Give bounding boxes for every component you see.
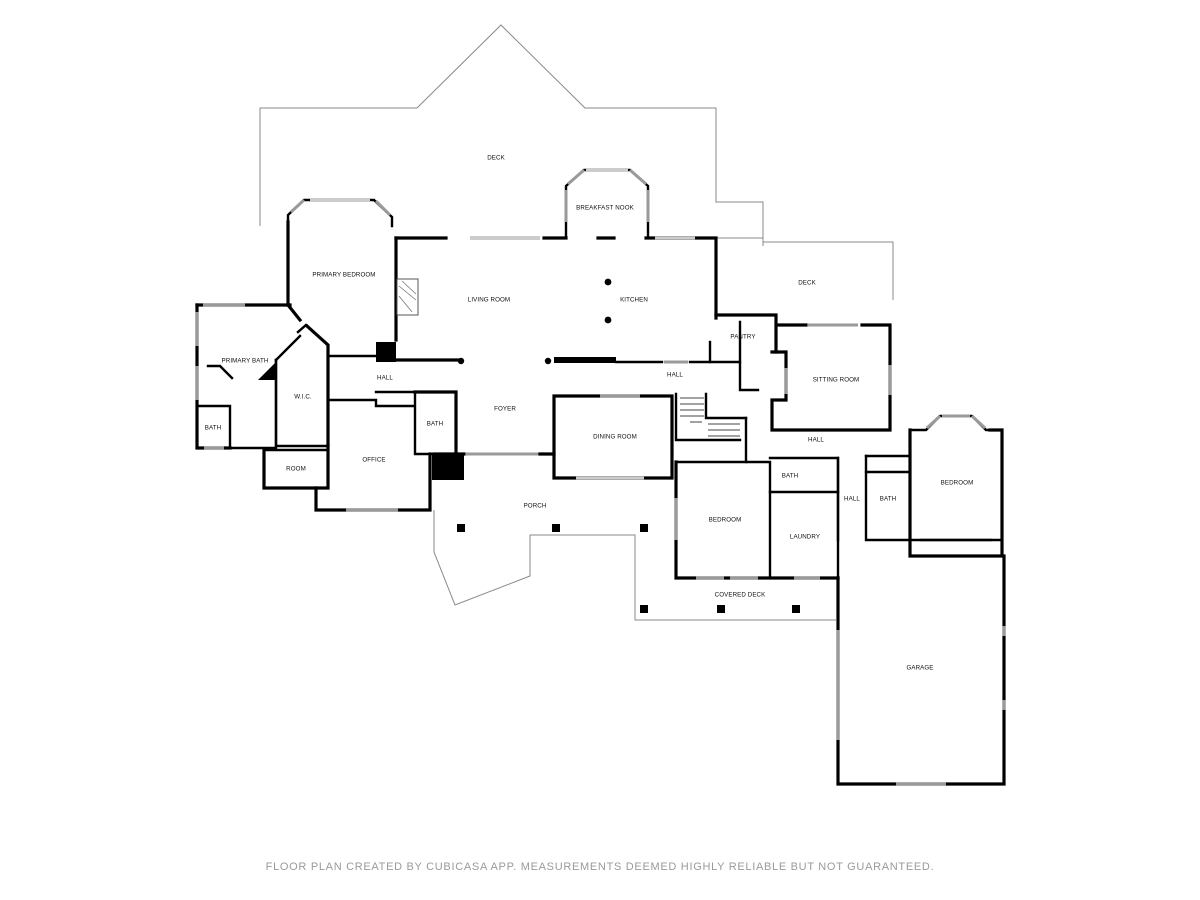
primary-bedroom-octagon — [286, 198, 394, 228]
label-deck-top: DECK — [487, 155, 505, 162]
covered-deck-post — [792, 605, 800, 613]
label-kitchen: KITCHEN — [620, 297, 648, 304]
label-bedroom-mid: BEDROOM — [709, 517, 742, 524]
porch-post — [552, 524, 560, 532]
porch-post — [640, 524, 648, 532]
label-hall-center: HALL — [667, 372, 683, 379]
label-bath-foyer: BATH — [427, 421, 443, 428]
label-breakfast-nook: BREAKFAST NOOK — [576, 205, 634, 212]
chimney-block — [376, 342, 396, 362]
label-dining-room: DINING ROOM — [593, 434, 637, 441]
label-bedroom-right: BEDROOM — [941, 480, 974, 487]
covered-deck-post — [640, 605, 648, 613]
footer-disclaimer: FLOOR PLAN CREATED BY CUBICASA APP. MEAS… — [265, 861, 935, 873]
kitchen-column — [604, 278, 612, 286]
porch-outline — [433, 510, 836, 621]
fireplace — [396, 278, 419, 316]
label-hall-left: HALL — [377, 375, 393, 382]
label-deck-right: DECK — [798, 280, 816, 287]
kitchen-column — [604, 316, 612, 324]
label-pantry: PANTRY — [730, 334, 755, 341]
label-hall-vertical: HALL — [844, 496, 860, 503]
porch-post — [457, 524, 465, 532]
label-foyer: FOYER — [494, 406, 516, 413]
label-laundry: LAUNDRY — [790, 534, 820, 541]
label-office: OFFICE — [362, 457, 385, 464]
label-wic: W.I.C. — [294, 394, 312, 401]
label-garage: GARAGE — [906, 665, 933, 672]
label-sitting-room: SITTING ROOM — [813, 377, 860, 384]
label-bath-right: BATH — [880, 496, 896, 503]
label-covered-deck: COVERED DECK — [715, 592, 766, 599]
label-primary-bath: PRIMARY BATH — [222, 358, 269, 365]
deck-top-outline — [259, 24, 894, 300]
label-bath-small-left: BATH — [205, 425, 221, 432]
label-primary-bedroom: PRIMARY BEDROOM — [312, 272, 375, 279]
label-hall-right: HALL — [808, 437, 824, 444]
label-porch: PORCH — [524, 503, 547, 510]
label-living-room: LIVING ROOM — [468, 297, 510, 304]
office-wall — [314, 443, 432, 512]
deck-right-outline — [716, 237, 764, 246]
label-room: ROOM — [286, 466, 306, 473]
label-bath-mid: BATH — [782, 473, 798, 480]
covered-deck-post — [717, 605, 725, 613]
front-column-block — [432, 454, 464, 480]
